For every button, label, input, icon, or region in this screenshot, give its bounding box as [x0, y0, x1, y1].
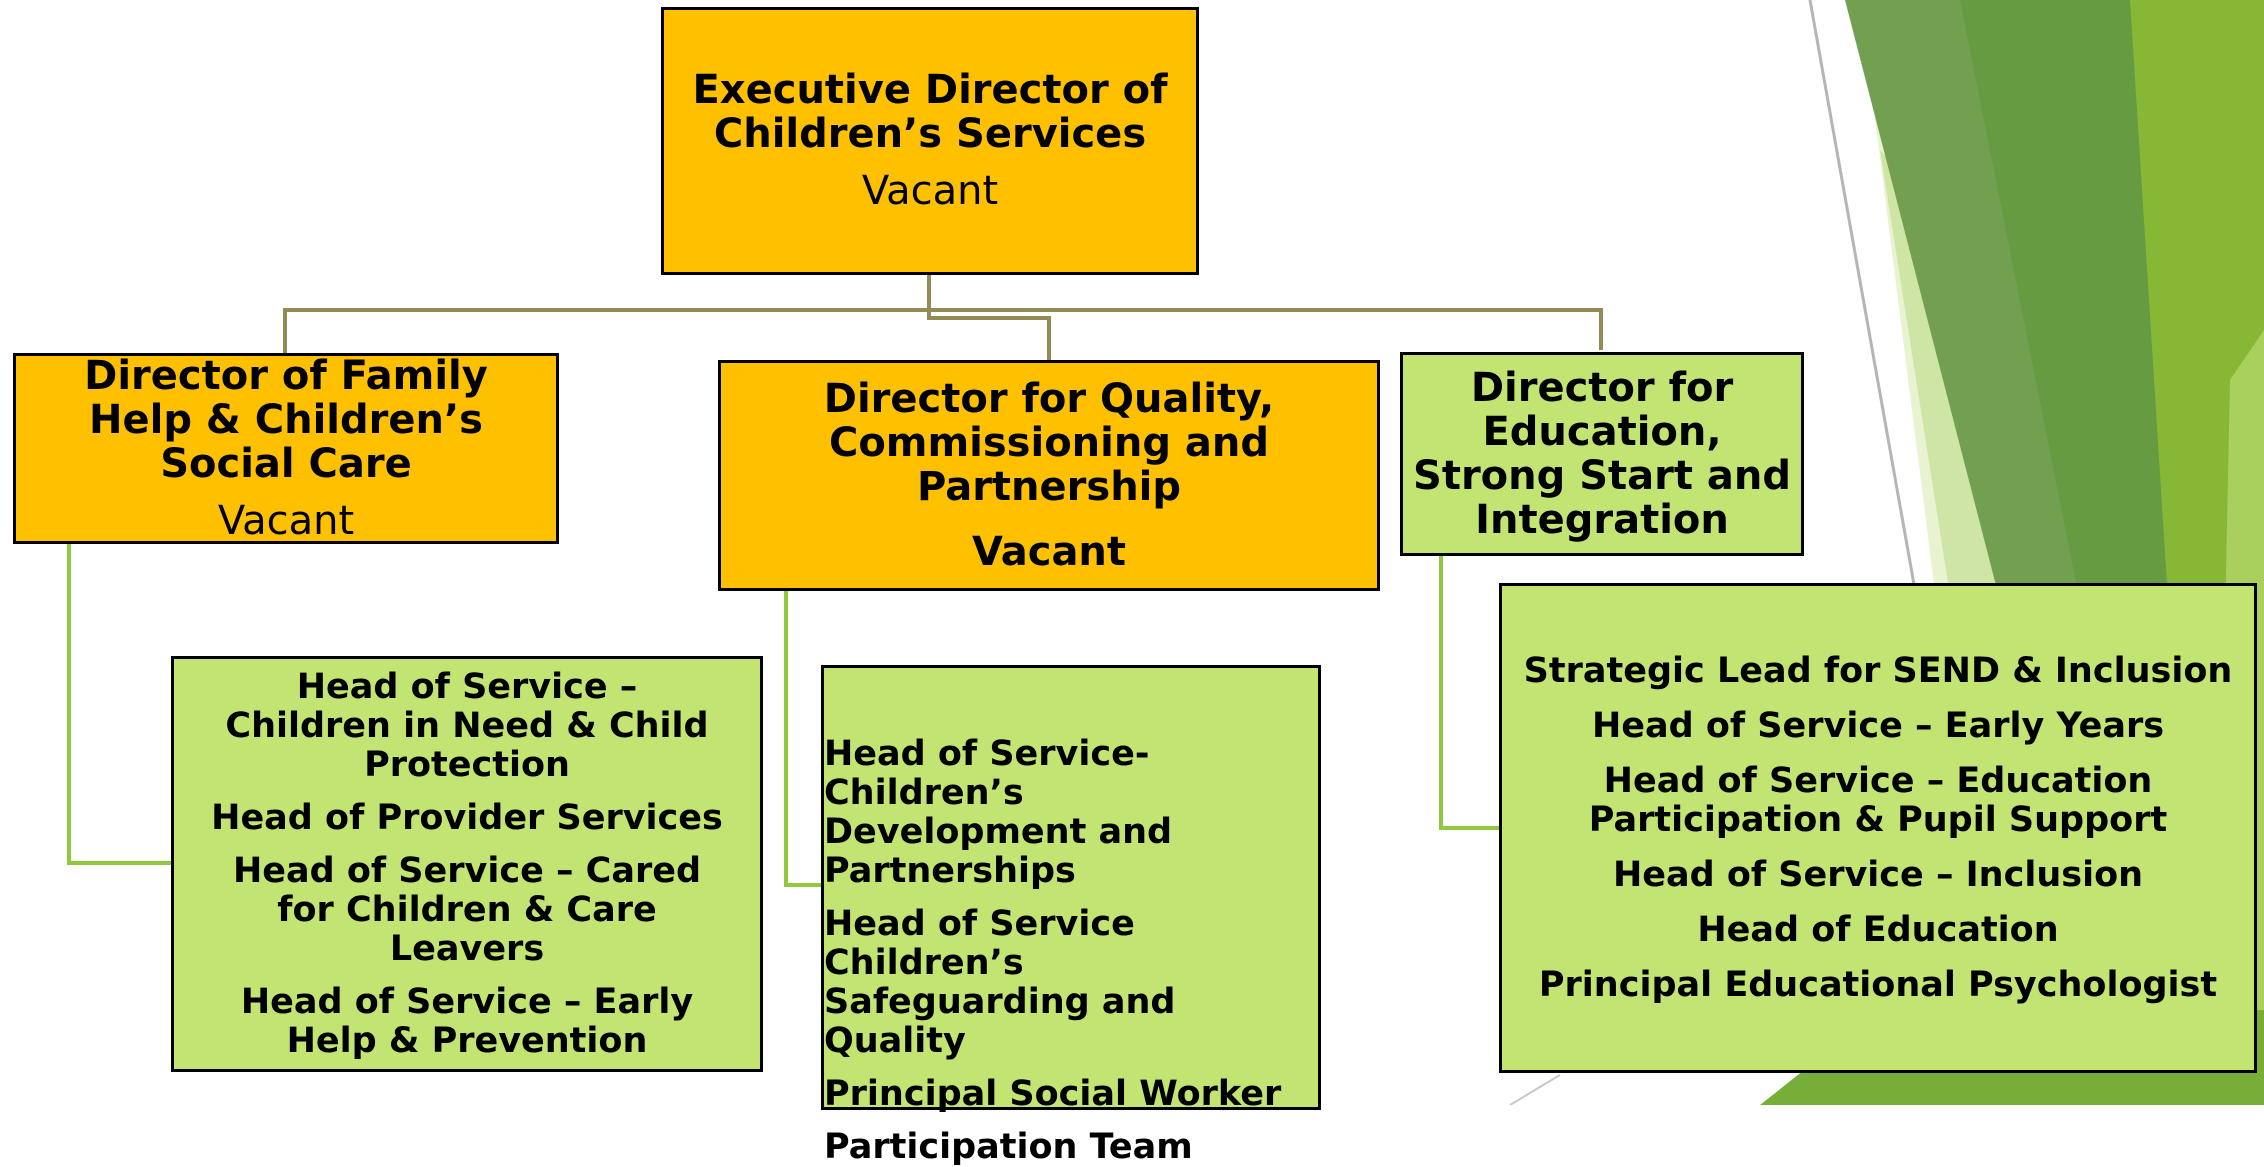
connector-exec-to-education: [929, 308, 1603, 350]
quality-team-item: Head of Service Children’s Safeguarding …: [824, 904, 1176, 1061]
quality-team-item: Participation Team: [824, 1127, 1193, 1167]
education-team-item: Principal Educational Psychologist: [1538, 964, 2218, 1005]
family-help-team-item: Head of Service – Early Help & Preventio…: [240, 981, 694, 1061]
director-family-help-status: Vacant: [217, 497, 355, 544]
connector-exec-to-quality: [927, 310, 1051, 360]
quality-team-item: Head of Service-Children’s Development a…: [824, 734, 1173, 891]
org-chart-connectors: [67, 273, 1603, 887]
director-education-box: Director for Education, Strong Start and…: [1400, 352, 1804, 556]
connector-education-to-teams: [1439, 554, 1500, 830]
director-quality-box: Director for Quality, Commissioning and …: [718, 360, 1380, 591]
family-help-team-item: Head of Service – Children in Need & Chi…: [225, 666, 709, 785]
executive-director-status: Vacant: [861, 168, 999, 214]
decor-thin-line-bottom: [1509, 1074, 1561, 1105]
director-family-help-title: Director of Family Help & Children’s Soc…: [84, 352, 488, 487]
director-quality-title: Director for Quality, Commissioning and …: [823, 375, 1275, 510]
education-teams-box: Strategic Lead for SEND & Inclusion Head…: [1499, 583, 2257, 1073]
quality-team-item: Principal Social Worker: [824, 1074, 1282, 1114]
education-team-item: Head of Service – Education Participatio…: [1588, 760, 2168, 840]
family-help-team-item: Head of Provider Services: [211, 797, 723, 838]
family-help-teams-box: Head of Service – Children in Need & Chi…: [171, 656, 763, 1072]
quality-teams-box: Head of Service-Children’s Development a…: [821, 665, 1321, 1167]
education-team-item: Head of Education: [1697, 909, 2059, 950]
director-quality-status: Vacant: [971, 528, 1127, 575]
connector-exec-to-family-help: [283, 273, 931, 353]
education-team-item: Head of Service – Inclusion: [1612, 854, 2144, 895]
connector-family-help-to-teams: [67, 543, 172, 865]
connector-quality-to-teams: [784, 589, 822, 887]
director-family-help-box: Director of Family Help & Children’s Soc…: [13, 353, 559, 544]
director-education-title: Director for Education, Strong Start and…: [1413, 365, 1791, 543]
education-team-item: Strategic Lead for SEND & Inclusion: [1523, 650, 2233, 691]
executive-director-box: Executive Director of Children’s Service…: [661, 7, 1199, 275]
family-help-team-item: Head of Service – Cared for Children & C…: [232, 850, 702, 969]
decor-thin-line: [1808, 0, 1917, 591]
executive-director-title: Executive Director of Children’s Service…: [692, 67, 1168, 157]
education-team-item: Head of Service – Early Years: [1591, 705, 2165, 746]
